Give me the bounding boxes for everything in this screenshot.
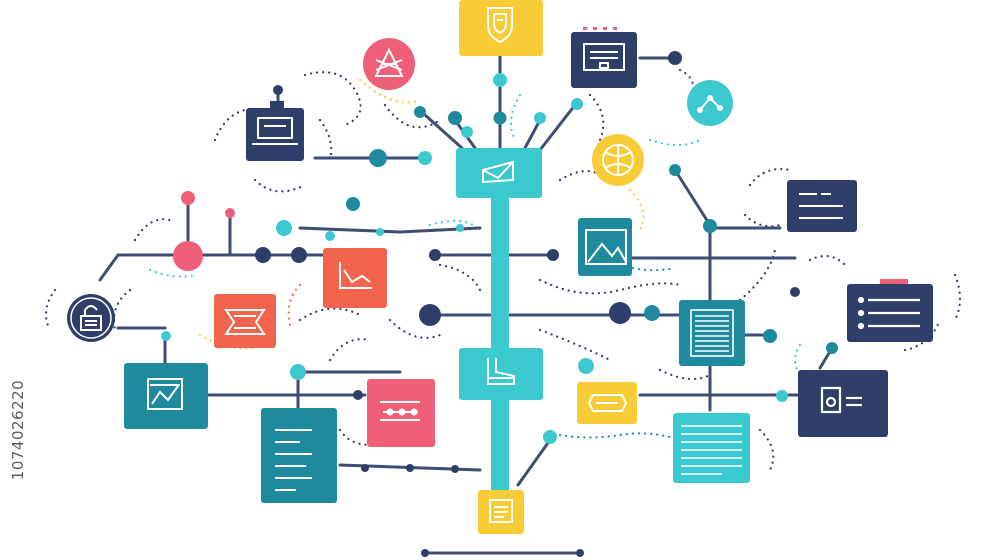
camera-icon [820, 386, 862, 414]
slider-tile [367, 379, 435, 447]
bar-chart-icon [147, 378, 183, 410]
text-document-icon [275, 429, 312, 491]
pyramid-tile [363, 38, 415, 90]
form-tile [847, 279, 933, 342]
text-document-tile-left [261, 408, 337, 503]
text-document-tile-right [673, 413, 750, 483]
monitor-tile [571, 27, 637, 88]
document-tile [787, 180, 857, 232]
monitor-icon [583, 43, 625, 71]
ribbon-tile [214, 294, 276, 348]
lozenge-icon [587, 394, 628, 412]
stock-watermark-id: 1074026220 [5, 315, 31, 545]
trunk-line [491, 195, 509, 495]
shield-seal-icon [487, 7, 513, 44]
mountain-image-tile [578, 218, 632, 276]
ribbon-icon [224, 309, 266, 335]
invoice-tile [478, 490, 524, 534]
bar-chart-tile [124, 363, 208, 429]
line-chart-tile [323, 248, 387, 308]
boot-icon [487, 358, 515, 385]
laptop-tile [246, 101, 304, 161]
text-document-icon [690, 309, 734, 357]
line-chart-icon [339, 262, 372, 289]
invoice-icon [489, 499, 513, 523]
laptop-icon [252, 117, 298, 145]
node-graph-icon [697, 95, 723, 113]
document-icon [799, 193, 843, 219]
stock-id-text: 1074026220 [9, 379, 27, 481]
envelope-icon [482, 160, 514, 184]
lozenge-tile [577, 382, 637, 424]
slider-icon [380, 401, 420, 421]
node-graph-tile [687, 80, 733, 126]
lined-document-tile [679, 300, 745, 366]
globe-tile [592, 134, 644, 186]
mountain-image-icon [585, 229, 627, 265]
padlock-tile [67, 294, 115, 342]
globe-icon [602, 144, 634, 176]
document-icon [857, 296, 920, 330]
envelope-tile [456, 148, 542, 198]
text-document-icon [681, 425, 742, 475]
shield-seal-tile [459, 0, 543, 56]
connector-nodes [161, 51, 838, 557]
camera-tile [798, 370, 888, 437]
boot-tile [459, 348, 543, 400]
pyramid-icon [374, 47, 404, 77]
padlock-icon [80, 305, 102, 331]
